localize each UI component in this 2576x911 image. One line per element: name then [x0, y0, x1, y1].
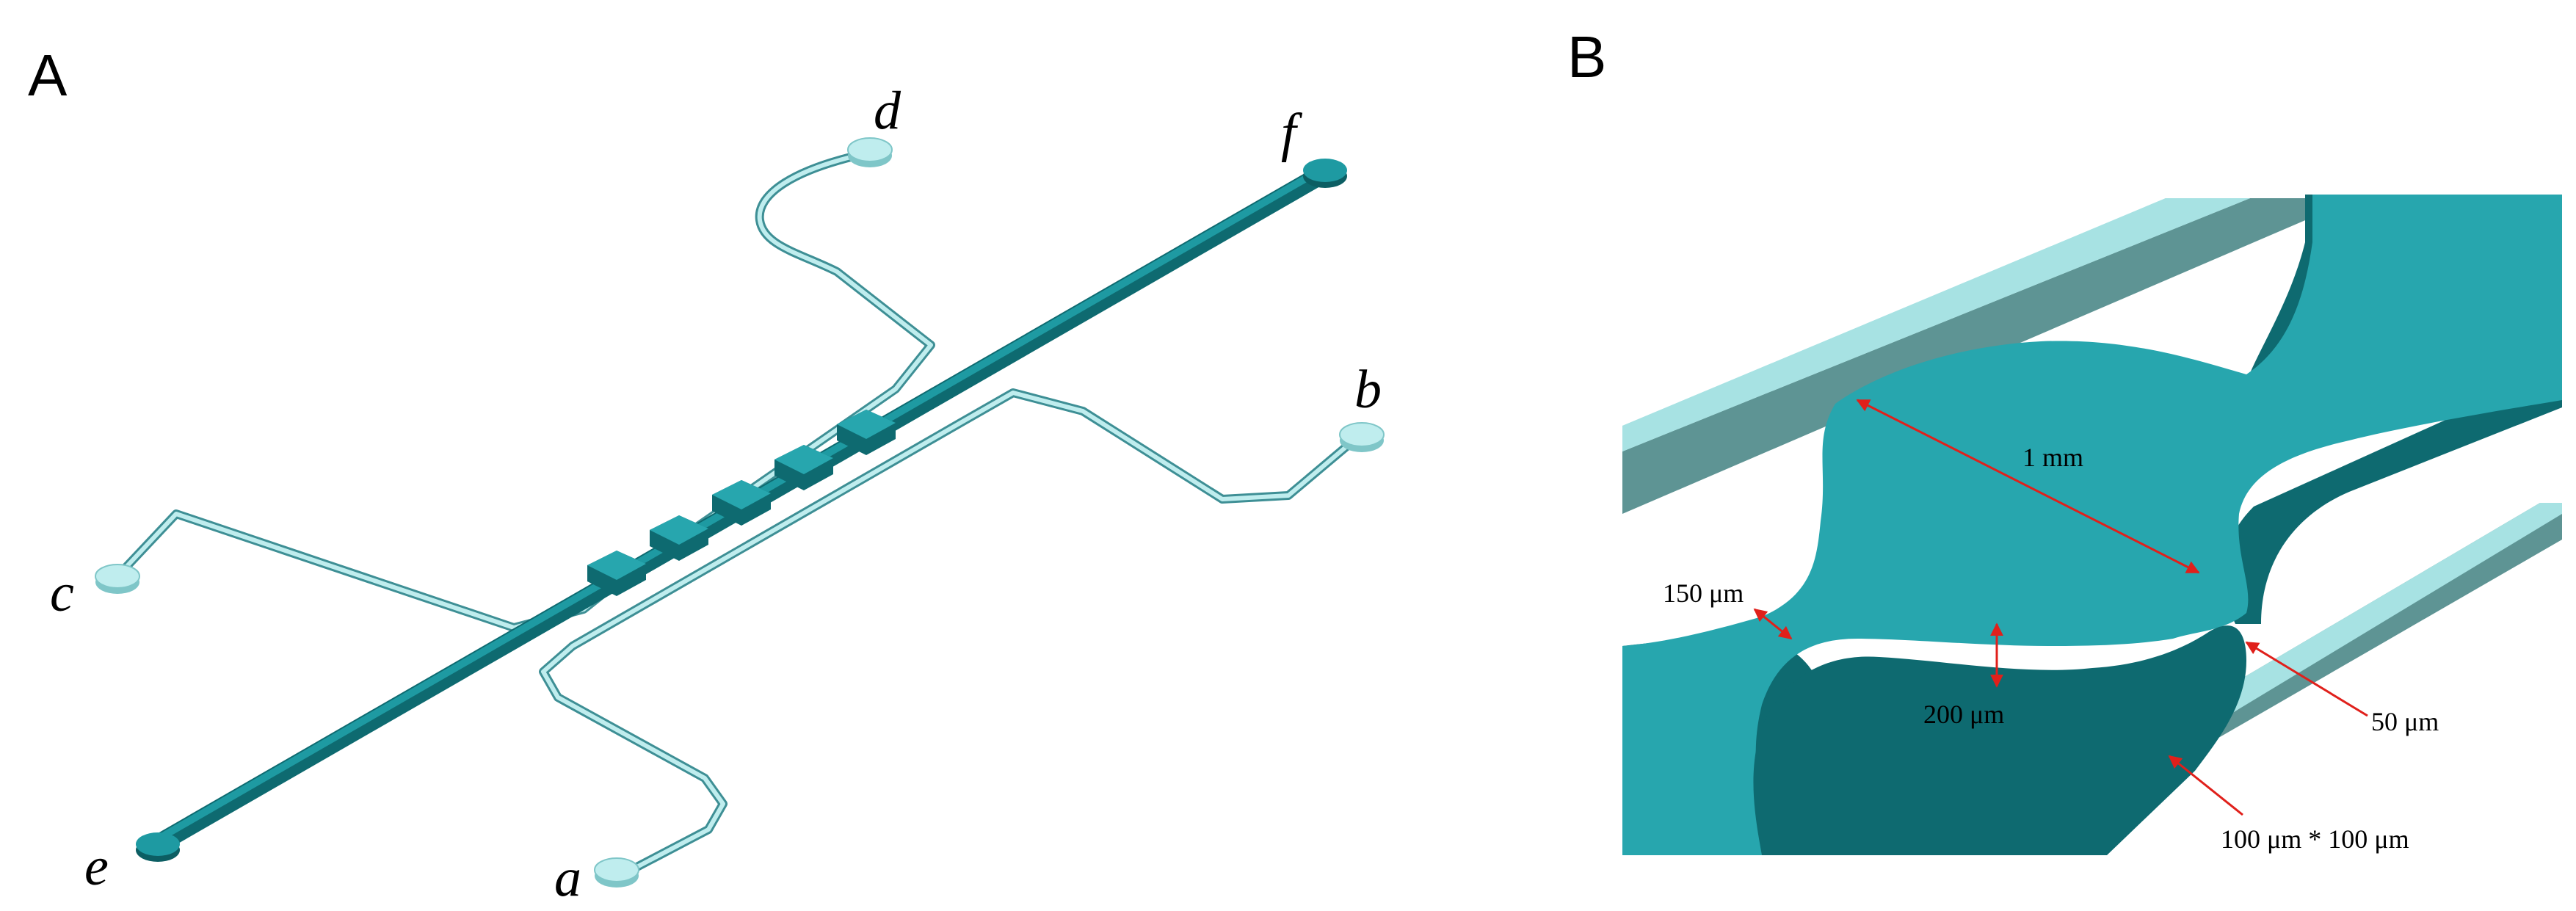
lower-side-channel: [539, 388, 1363, 874]
side-channels: [113, 148, 1363, 874]
dim-label-neck-width: 150 μm: [1663, 578, 1744, 608]
port-label-d: d: [874, 81, 901, 141]
dim-label-side-channel: 100 μm * 100 μm: [2221, 824, 2409, 854]
port-label-f: f: [1281, 103, 1303, 163]
panel-b-letter: B: [1567, 24, 1606, 90]
port-a: [594, 857, 639, 888]
port-d: [847, 137, 893, 167]
chamber: [587, 551, 646, 596]
chamber: [712, 480, 771, 526]
port-f: [1303, 159, 1347, 188]
port-label-c: c: [50, 563, 74, 623]
dimension-arrows: [1753, 399, 2368, 816]
dim-label-gap: 50 μm: [2371, 707, 2439, 736]
panel-a: A: [28, 43, 1385, 908]
chamber-array: [587, 410, 896, 596]
port-e: [136, 832, 180, 862]
chamber: [650, 515, 708, 561]
arrow-chamber-diameter: [1856, 399, 2200, 574]
chamber: [837, 410, 896, 455]
dim-label-chamber-diameter: 1 mm: [2022, 443, 2083, 472]
arrow-side-channel: [2168, 755, 2243, 816]
upper-side-channel: [113, 148, 935, 632]
arrow-gap: [2245, 641, 2368, 717]
chamber: [774, 445, 833, 490]
dim-label-depth: 200 μm: [1923, 700, 2004, 729]
port-label-b: b: [1354, 360, 1382, 420]
port-label-a: a: [554, 848, 581, 908]
port-b: [1339, 422, 1385, 452]
port-label-e: e: [84, 837, 109, 897]
panel-b: B: [1567, 24, 2562, 855]
panel-a-letter: A: [28, 43, 68, 108]
arrow-neck-width: [1753, 608, 1793, 640]
port-c: [95, 564, 140, 594]
